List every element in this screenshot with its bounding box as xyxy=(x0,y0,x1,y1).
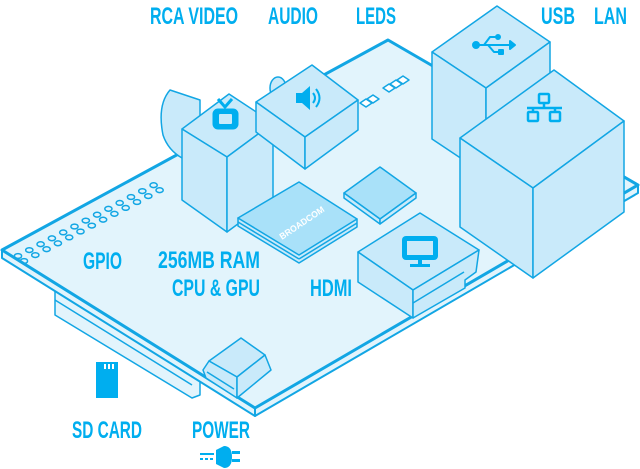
label-gpio: GPIO xyxy=(83,248,122,275)
gpio-pin-hole xyxy=(126,193,136,201)
audio-jack xyxy=(255,64,359,170)
small-chip xyxy=(343,166,417,225)
gpio-pin-hole xyxy=(98,216,108,223)
gpio-pin-hole xyxy=(137,187,147,195)
usb-icon xyxy=(472,34,516,55)
gpio-pin-hole xyxy=(149,182,158,189)
gpio-header xyxy=(13,182,164,265)
leds xyxy=(359,75,410,108)
gpio-pin-hole xyxy=(104,205,113,212)
rca-video-connector xyxy=(160,89,274,233)
label-audio: AUDIO xyxy=(268,3,318,30)
lan-port xyxy=(459,69,625,279)
label-rca-video: RCA VIDEO xyxy=(150,3,238,30)
hdmi-port xyxy=(357,212,480,319)
broadcom-chip: BROADCOM xyxy=(237,181,358,264)
gpio-pin-hole xyxy=(87,222,97,229)
gpio-pin-hole xyxy=(155,187,164,194)
gpio-pin-hole xyxy=(70,223,79,230)
gpio-pin-hole xyxy=(121,204,131,212)
gpio-pin-hole xyxy=(19,257,29,265)
gpio-pin-hole xyxy=(76,228,85,235)
sd-card-icon xyxy=(96,362,118,398)
power-plug-icon xyxy=(200,446,240,468)
network-icon xyxy=(526,92,562,123)
gpio-pin-hole xyxy=(24,246,34,254)
tv-icon xyxy=(212,98,239,130)
led xyxy=(396,75,410,85)
gpio-pin-hole xyxy=(81,217,91,224)
gpio-pin-hole xyxy=(58,229,68,236)
label-cpu-gpu: CPU & GPU xyxy=(172,275,260,302)
gpio-pin-hole xyxy=(115,199,125,207)
label-power: POWER xyxy=(192,417,250,444)
gpio-pin-hole xyxy=(132,198,142,206)
gpio-pin-hole xyxy=(53,240,63,247)
label-ram: 256MB RAM xyxy=(158,247,260,274)
label-hdmi: HDMI xyxy=(310,275,352,302)
label-lan: LAN xyxy=(594,3,627,30)
gpio-pin-hole xyxy=(36,241,45,248)
gpio-pin-hole xyxy=(64,234,74,241)
gpio-pin-hole xyxy=(143,192,153,200)
gpio-pin-hole xyxy=(42,246,51,253)
led xyxy=(366,94,380,104)
gpio-pin-hole xyxy=(13,252,23,260)
monitor-icon xyxy=(402,236,438,267)
gpio-pin-hole xyxy=(47,235,57,242)
gpio-pin-hole xyxy=(110,210,119,217)
label-usb: USB xyxy=(541,3,575,30)
speaker-icon xyxy=(296,86,321,110)
gpio-pin-hole xyxy=(92,211,102,218)
label-sd-card: SD CARD xyxy=(72,417,142,444)
label-leds: LEDS xyxy=(356,3,396,30)
gpio-pin-hole xyxy=(30,251,40,259)
power-port xyxy=(202,337,272,399)
